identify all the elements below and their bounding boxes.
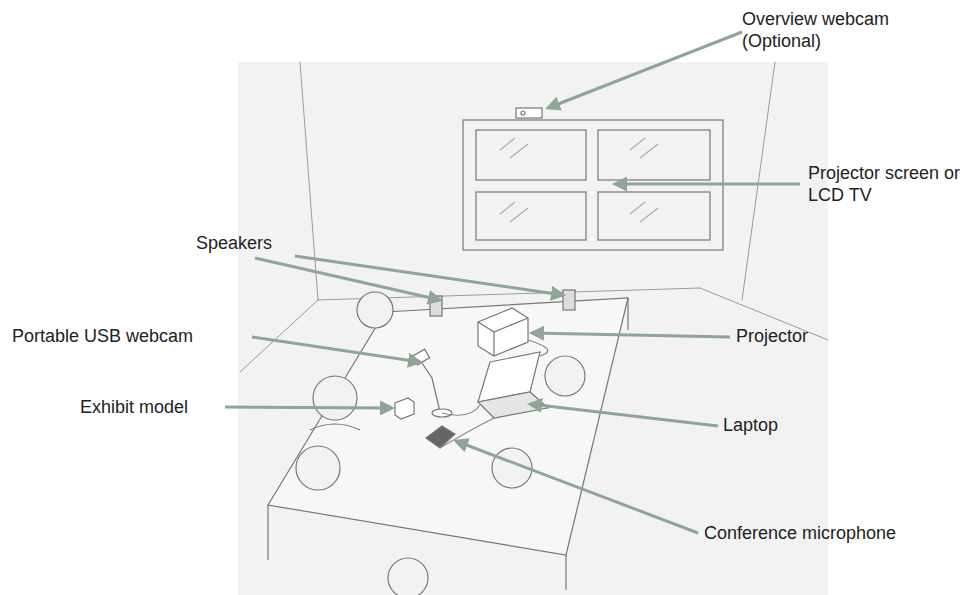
projector [478, 308, 528, 356]
speaker [563, 290, 575, 310]
leader-arrow [456, 441, 698, 533]
callout-label: Exhibit model [80, 396, 230, 418]
callout-label: Conference microphone [704, 522, 944, 544]
leader-arrow [225, 407, 392, 408]
table-top [268, 298, 628, 555]
wall-corner-line [300, 62, 318, 300]
leader-arrow [530, 404, 718, 426]
cable [440, 340, 548, 448]
callout-label: Projector screen or LCD TV [808, 162, 968, 206]
screen-pane [476, 130, 586, 180]
glare-hatching [500, 138, 658, 222]
leader-arrow [532, 333, 730, 337]
screen-pane [598, 192, 710, 240]
webcam-lens [521, 111, 525, 115]
callout-label: Overview webcam (Optional) [742, 8, 892, 52]
exhibit-model [395, 398, 414, 419]
screen-pane [476, 192, 586, 240]
person-head [545, 356, 585, 396]
person-head [313, 376, 357, 420]
floor-line [240, 300, 318, 372]
wall-corner-line [742, 62, 775, 300]
webcam-arm [420, 360, 440, 412]
leader-arrow [615, 183, 800, 186]
callout-label: Laptop [723, 414, 843, 436]
leader-arrow [252, 337, 420, 362]
person-head [357, 292, 393, 328]
leader-arrow [548, 32, 742, 108]
callout-label: Speakers [196, 232, 316, 254]
conference-microphone [426, 426, 455, 448]
projector-edge [478, 318, 528, 356]
leader-arrow [295, 256, 563, 295]
person-head [296, 446, 340, 490]
overview-webcam [516, 108, 542, 118]
table-leg [268, 298, 628, 590]
person-shoulder [310, 424, 360, 430]
person-head [388, 558, 428, 595]
callout-label: Portable USB webcam [12, 325, 252, 347]
screen-pane [598, 130, 710, 180]
callout-label: Projector [736, 325, 856, 347]
